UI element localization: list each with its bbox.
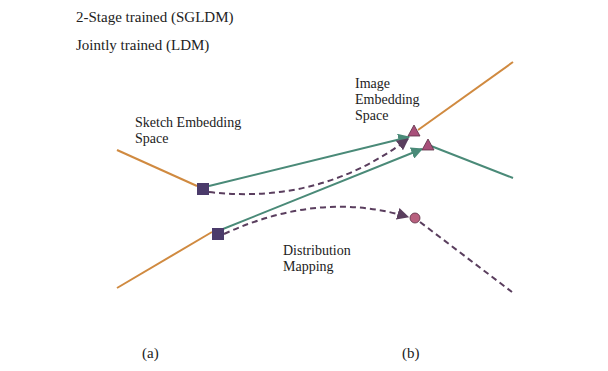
- panel-label: (a): [142, 345, 172, 361]
- legend-sample-dashed: [5, 45, 68, 47]
- leader-line: [420, 222, 512, 292]
- joint-mapping-arrow: [209, 139, 408, 194]
- leader-line: [117, 232, 212, 288]
- mapping-arrow: [330, 42, 600, 352]
- two-stage-mapping-arrow: [209, 137, 409, 186]
- face-photo-bottom: [513, 240, 605, 342]
- face-photo-middle: [513, 122, 605, 224]
- legend-text: 2-Stage trained (SGLDM): [76, 9, 233, 25]
- embedding-space: Image Embedding Space: [350, 55, 490, 230]
- legend-text: Jointly trained (LDM): [76, 37, 209, 53]
- sketch-bottom: [5, 228, 117, 338]
- legend-sample-solid: [5, 17, 68, 19]
- face-photo-top: [513, 5, 605, 105]
- sketch-point: [197, 183, 209, 195]
- sketch-point: [212, 228, 224, 240]
- two-stage-mapping-arrow: [218, 149, 422, 231]
- image-point: [410, 213, 420, 223]
- leader-line: [117, 150, 197, 186]
- mapping-band: [117, 70, 345, 336]
- image-point: [422, 139, 434, 150]
- image-point: [408, 125, 420, 136]
- mapping-label: Distribution Mapping: [283, 243, 365, 275]
- leader-line: [431, 146, 513, 178]
- leader-line: [418, 62, 513, 130]
- embedding-space: Sketch Embedding Space: [132, 100, 272, 305]
- joint-mapping-arrow: [224, 207, 408, 234]
- space-title: Sketch Embedding Space: [135, 115, 253, 147]
- sketch-top: [5, 88, 117, 200]
- panel-label: (b): [402, 345, 432, 361]
- embedding-blob: [132, 100, 272, 305]
- space-title: Image Embedding Space: [355, 76, 427, 124]
